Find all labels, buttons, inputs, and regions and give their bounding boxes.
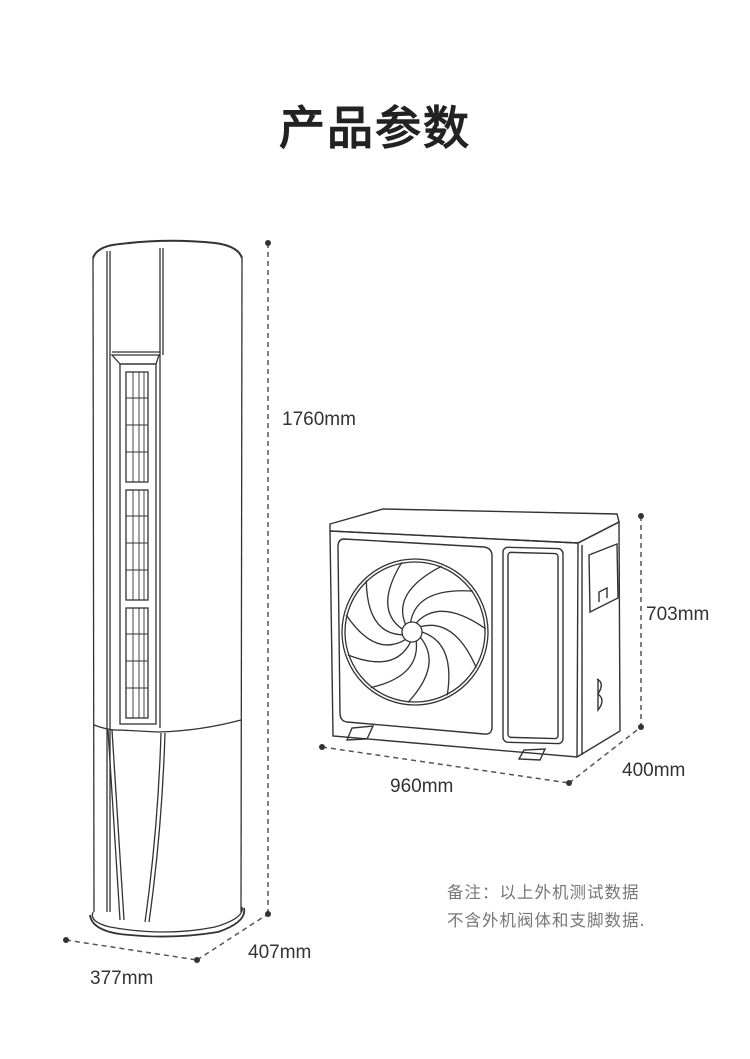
fan-blade xyxy=(407,636,430,704)
outdoor-depth-label: 400mm xyxy=(622,760,686,781)
note-line-2: 不含外机阀体和支脚数据. xyxy=(447,911,646,930)
indoor-dimension-lines xyxy=(65,243,269,961)
fan-blade xyxy=(415,610,487,630)
indoor-dimension-dots xyxy=(63,240,271,963)
note-line-1: 备注：以上外机测试数据 xyxy=(447,883,640,902)
fan-grille xyxy=(341,558,489,706)
fan-blade xyxy=(345,614,406,646)
outdoor-unit-drawing xyxy=(329,508,621,761)
fan-blade xyxy=(365,580,403,636)
outdoor-width-label: 960mm xyxy=(390,776,454,797)
outdoor-dimension-lines xyxy=(321,516,642,784)
indoor-depth-label: 407mm xyxy=(248,942,312,963)
fan-blade xyxy=(370,641,418,689)
page-title: 产品参数 xyxy=(279,101,471,155)
indoor-unit-drawing xyxy=(89,239,246,938)
outdoor-height-label: 703mm xyxy=(646,604,710,625)
fan-blade xyxy=(387,561,403,630)
fan-blade xyxy=(420,624,477,669)
fan-blade xyxy=(409,590,474,623)
fan-blade xyxy=(421,631,450,696)
indoor-width-label: 377mm xyxy=(90,968,154,989)
outdoor-dimension-dots xyxy=(319,513,644,786)
fan-blade xyxy=(347,641,412,663)
fan-blade xyxy=(401,565,442,625)
indoor-height-label: 1760mm xyxy=(282,409,356,430)
